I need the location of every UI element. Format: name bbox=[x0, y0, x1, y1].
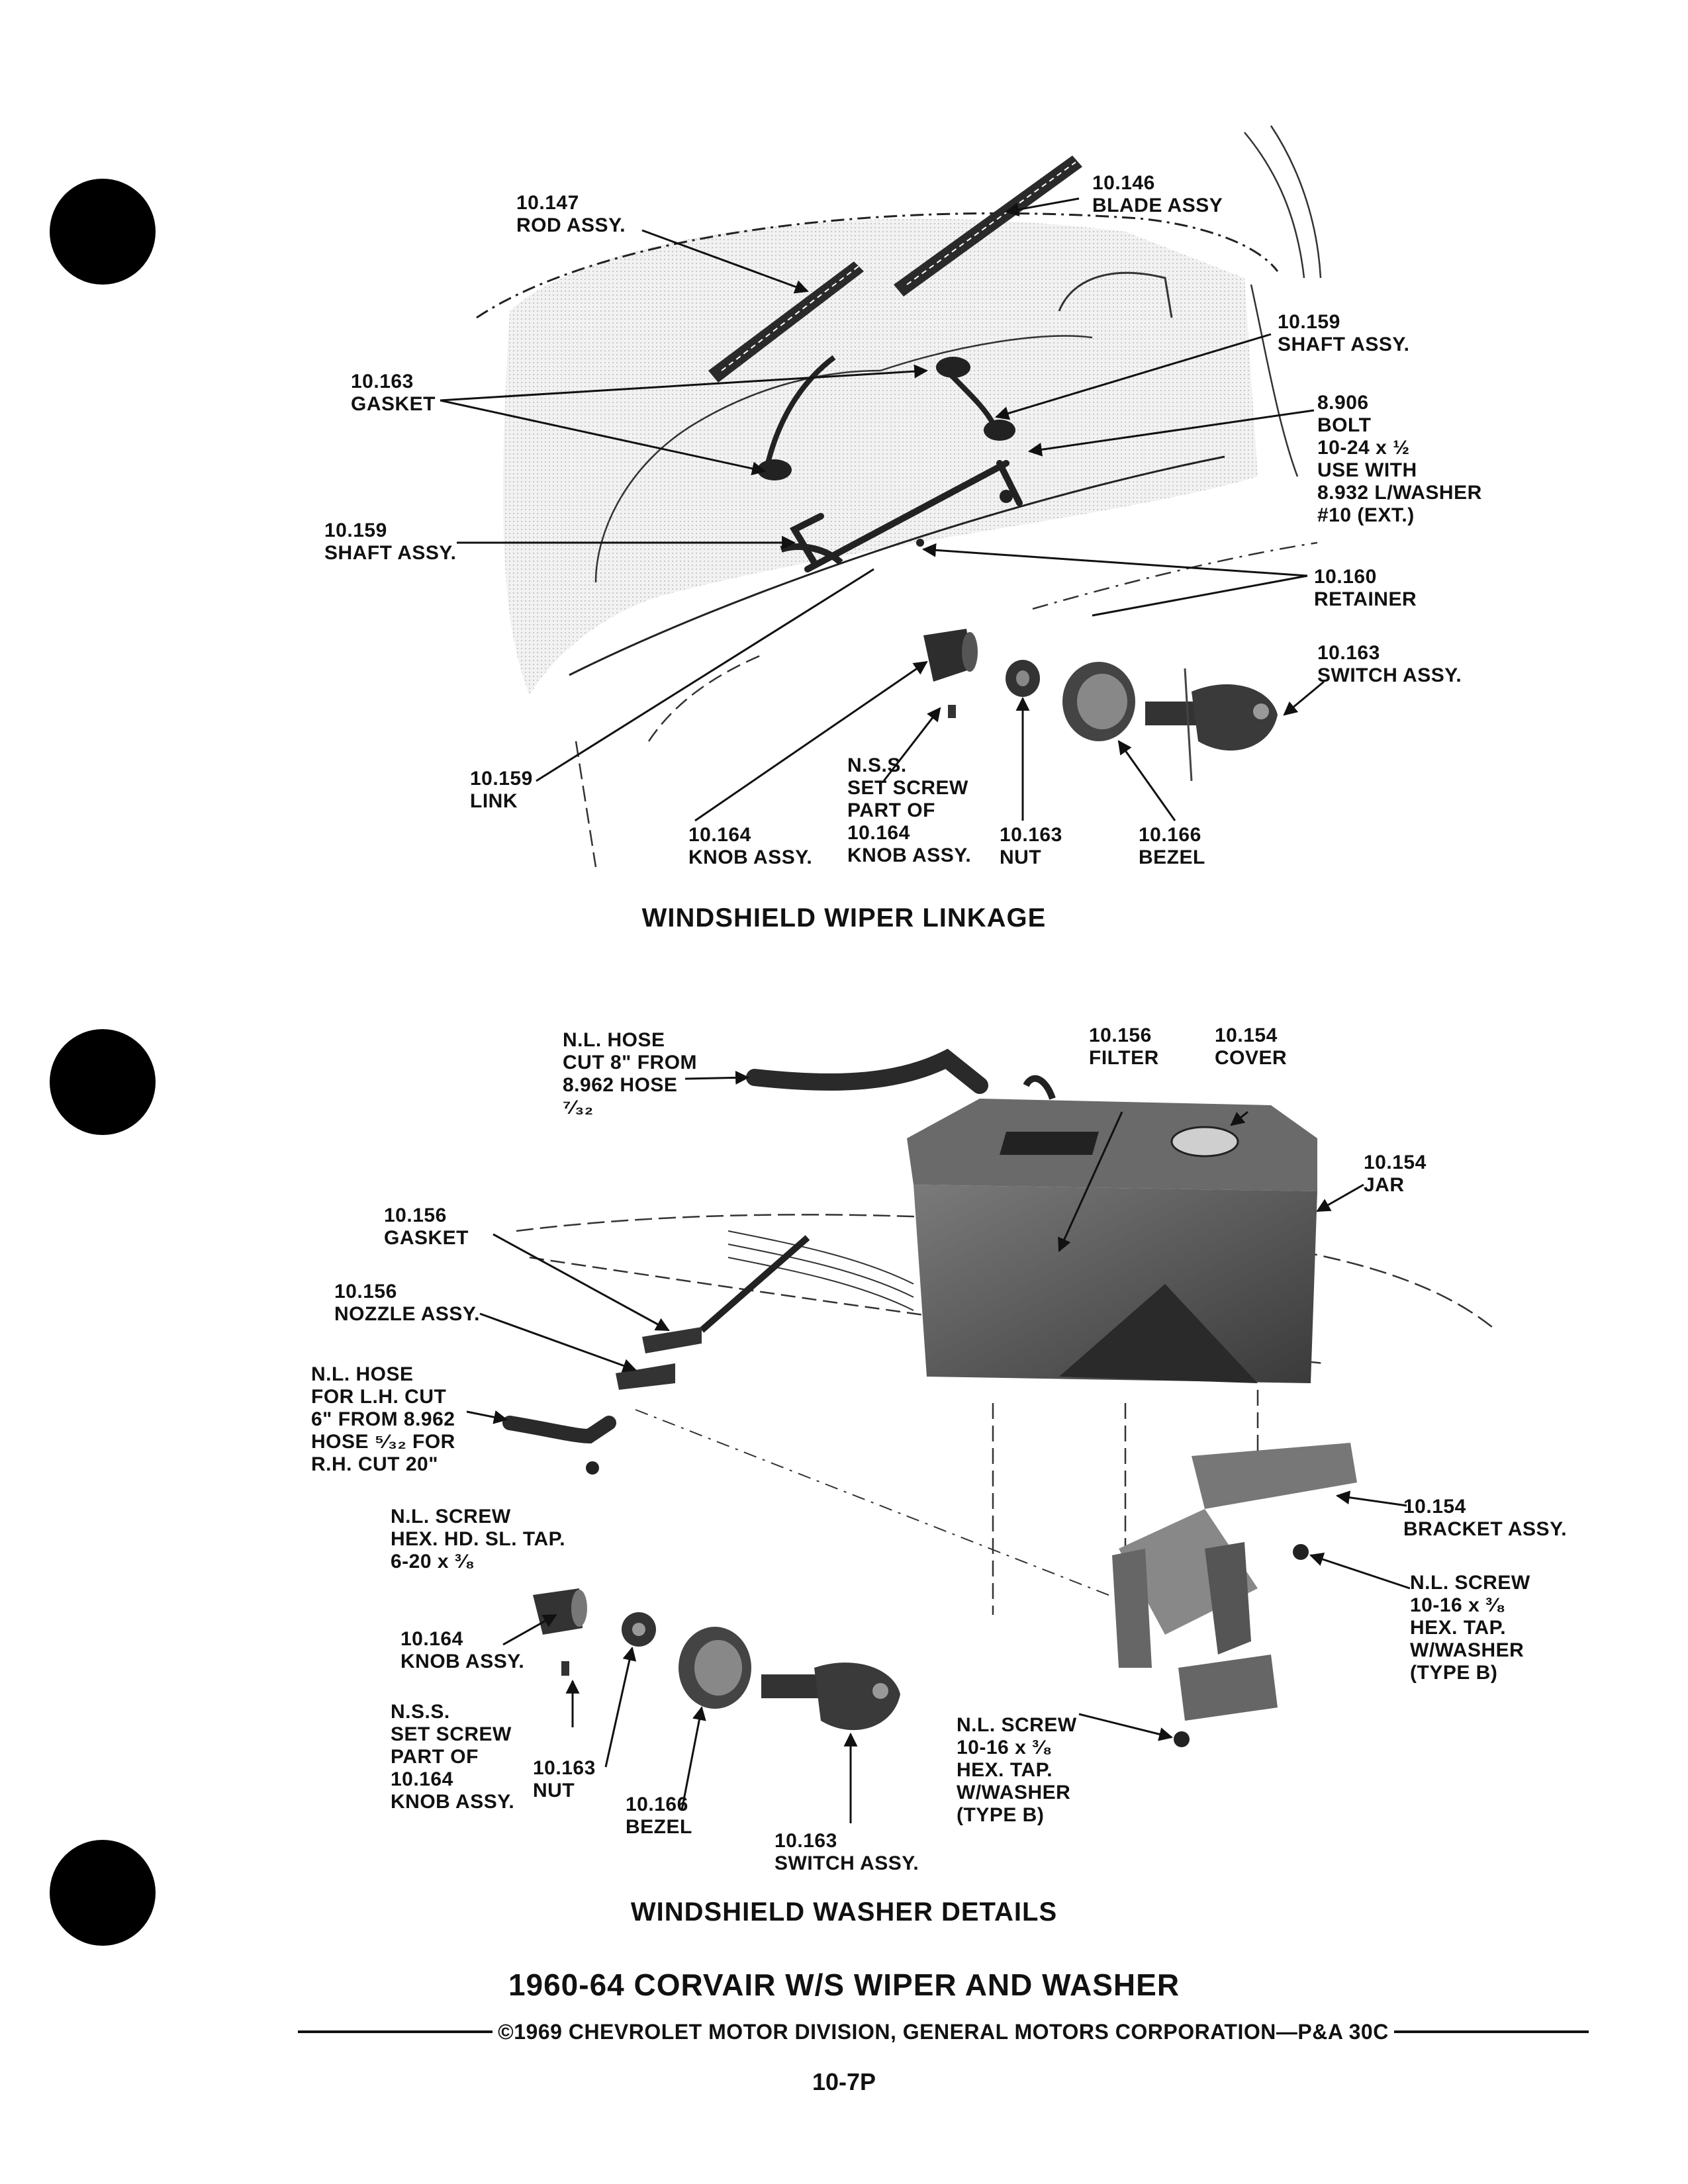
bottom-leader-lines bbox=[466, 1070, 1411, 1823]
page-title: 1960-64 CORVAIR W/S WIPER AND WASHER bbox=[508, 1968, 1180, 2002]
callout-bracket-assy: 10.154 BRACKET ASSY. bbox=[1403, 1496, 1568, 1540]
callout-switch-assy-washer: 10.163 SWITCH ASSY. bbox=[774, 1830, 919, 1874]
dash-panel-shading bbox=[503, 218, 1258, 696]
shaft-right-pivot bbox=[936, 357, 970, 378]
wiper-arm-left bbox=[765, 355, 836, 464]
binder-hole-middle bbox=[50, 1029, 156, 1135]
knob-assy-part bbox=[923, 629, 978, 718]
jar-cover bbox=[1170, 1126, 1239, 1158]
callout-bezel: 10.166 BEZEL bbox=[1139, 824, 1205, 868]
bezel-part bbox=[1062, 662, 1135, 741]
wiper-link-rod bbox=[789, 460, 1023, 572]
callout-rod-assy: 10.147 ROD ASSY. bbox=[516, 192, 626, 236]
shaft-right-lower bbox=[984, 420, 1015, 441]
wiper-blade-right bbox=[894, 156, 1082, 296]
callout-gasket-washer: 10.156 GASKET bbox=[384, 1205, 469, 1249]
nozzle-assy-part bbox=[616, 1327, 702, 1390]
bezel-part-bottom bbox=[679, 1627, 751, 1709]
callout-nut: 10.163 NUT bbox=[1000, 824, 1062, 868]
callout-link: 10.159 LINK bbox=[470, 768, 533, 812]
callout-retainer: 10.160 RETAINER bbox=[1314, 566, 1417, 610]
callout-shaft-assy-left: 10.159 SHAFT ASSY. bbox=[324, 520, 457, 564]
callout-hose-lh: N.L. HOSE FOR L.H. CUT 6" FROM 8.962 HOS… bbox=[311, 1363, 455, 1475]
footer-rule-left bbox=[298, 2030, 493, 2033]
footer-rule-right bbox=[1393, 2030, 1589, 2033]
wiper-linkage-illustration bbox=[476, 125, 1322, 868]
binder-hole-bottom bbox=[50, 1840, 156, 1946]
washer-illustration bbox=[502, 1048, 1497, 1747]
callout-gasket: 10.163 GASKET bbox=[351, 371, 436, 415]
screw-right-part bbox=[1293, 1544, 1309, 1560]
nut-part bbox=[1006, 660, 1040, 697]
hose-lh bbox=[502, 1416, 616, 1444]
screw-hex-part bbox=[586, 1461, 599, 1475]
callout-screw-right: N.L. SCREW 10-16 x ³⁄₈ HEX. TAP. W/WASHE… bbox=[1410, 1572, 1530, 1684]
copyright-text: ©1969 CHEVROLET MOTOR DIVISION, GENERAL … bbox=[498, 2019, 1389, 2044]
wiper-arm-right bbox=[945, 369, 996, 425]
nozzle-tube bbox=[699, 1235, 810, 1333]
binder-hole-top bbox=[50, 179, 156, 285]
callout-hose-top: N.L. HOSE CUT 8" FROM 8.962 HOSE ⁷⁄₃₂ bbox=[563, 1029, 698, 1118]
callout-bolt: 8.906 BOLT 10-24 x ½ USE WITH 8.932 L/WA… bbox=[1317, 392, 1482, 526]
wiper-blade-left bbox=[708, 261, 864, 383]
screw-bottom-part bbox=[1174, 1731, 1190, 1747]
callout-nut-washer: 10.163 NUT bbox=[533, 1757, 596, 1801]
washer-jar bbox=[907, 1075, 1317, 1383]
callout-blade-assy: 10.146 BLADE ASSY bbox=[1092, 172, 1223, 216]
callout-knob-assy-washer: 10.164 KNOB ASSY. bbox=[400, 1628, 525, 1672]
knob-assy-part-bottom bbox=[533, 1588, 587, 1676]
wiper-linkage-title: WINDSHIELD WIPER LINKAGE bbox=[641, 903, 1047, 933]
callout-jar: 10.154 JAR bbox=[1364, 1152, 1427, 1196]
callout-shaft-assy-right: 10.159 SHAFT ASSY. bbox=[1278, 311, 1410, 355]
callout-bezel-washer: 10.166 BEZEL bbox=[626, 1794, 692, 1838]
nut-part-bottom bbox=[622, 1612, 656, 1647]
top-leader-lines bbox=[440, 197, 1325, 822]
switch-assy-part-bottom bbox=[761, 1662, 900, 1731]
callout-screw-bottom: N.L. SCREW 10-16 x ³⁄₈ HEX. TAP. W/WASHE… bbox=[957, 1714, 1077, 1826]
callout-knob-assy: 10.164 KNOB ASSY. bbox=[688, 824, 813, 868]
callout-nozzle-assy: 10.156 NOZZLE ASSY. bbox=[334, 1281, 480, 1325]
washer-details-title: WINDSHIELD WASHER DETAILS bbox=[630, 1897, 1058, 1927]
callout-cover: 10.154 COVER bbox=[1215, 1024, 1288, 1069]
copyright-footer: ©1969 CHEVROLET MOTOR DIVISION, GENERAL … bbox=[298, 2019, 1589, 2045]
page-number: 10-7P bbox=[812, 2068, 876, 2095]
bracket-assy-part bbox=[1112, 1443, 1357, 1721]
callout-set-screw: N.S.S. SET SCREW PART OF 10.164 KNOB ASS… bbox=[847, 754, 972, 866]
callout-set-screw-washer: N.S.S. SET SCREW PART OF 10.164 KNOB ASS… bbox=[391, 1701, 515, 1813]
switch-assy-part bbox=[1145, 668, 1278, 782]
callout-screw-hex: N.L. SCREW HEX. HD. SL. TAP. 6-20 x ³⁄₈ bbox=[391, 1506, 566, 1572]
callout-switch-assy: 10.163 SWITCH ASSY. bbox=[1317, 642, 1462, 686]
callout-filter: 10.156 FILTER bbox=[1089, 1024, 1159, 1069]
hose-top bbox=[746, 1048, 988, 1094]
